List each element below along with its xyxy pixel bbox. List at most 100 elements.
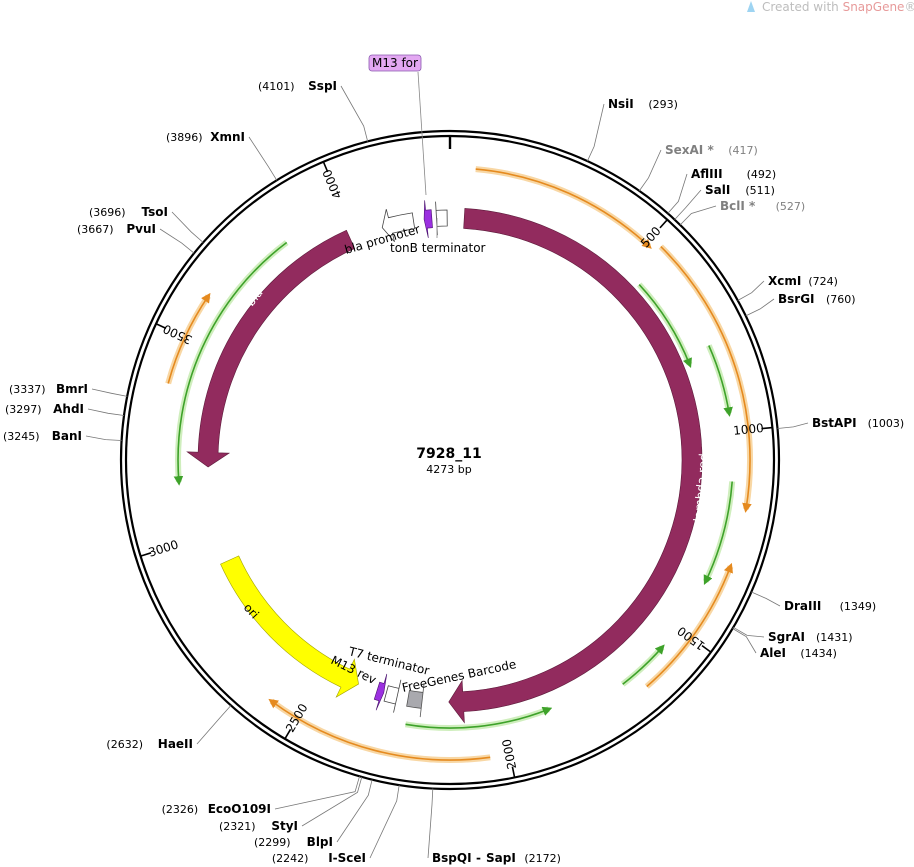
restriction-site[interactable]: SexAI * (417) <box>665 143 758 157</box>
backbone-outer-ring <box>119 129 781 791</box>
site-leader <box>745 298 775 317</box>
m13-for-leader <box>417 71 427 196</box>
site-leader <box>336 779 373 843</box>
site-name: XmnI <box>210 130 245 144</box>
site-position: (3696) <box>89 206 126 219</box>
orf-arrow <box>660 246 752 513</box>
restriction-site[interactable]: BstAPI (1003) <box>812 416 904 430</box>
site-name: SexAI * <box>665 143 714 157</box>
site-position: (724) <box>808 275 838 288</box>
tick-mark <box>284 728 292 740</box>
site-position: (2172) <box>524 852 561 865</box>
restriction-site[interactable]: EcoO109I(2326) <box>162 802 271 816</box>
restriction-site[interactable]: SspI(4101) <box>258 79 337 93</box>
restriction-site[interactable]: HaeII(2632) <box>106 737 193 751</box>
tick-mark <box>701 644 712 653</box>
feature-layer <box>186 200 703 724</box>
orf-layer <box>165 166 753 764</box>
lambda-red-arrow <box>448 208 703 724</box>
tick-mark <box>659 219 668 229</box>
site-position: (2321) <box>219 820 256 833</box>
site-leader <box>733 626 765 638</box>
site-leader <box>751 591 781 607</box>
orf-arrow <box>268 698 491 761</box>
site-position: (2299) <box>254 836 291 849</box>
restriction-site[interactable]: PvuI(3667) <box>77 222 156 236</box>
site-leader <box>274 776 360 810</box>
site-name-2: SapI <box>486 851 516 865</box>
tick-mark <box>511 766 516 778</box>
tonb-terminator-label: tonB terminator <box>390 241 486 255</box>
brand-snapgene: SnapGene <box>843 0 905 14</box>
site-leader <box>171 211 204 243</box>
snapgene-watermark: Created with SnapGene® <box>747 0 914 14</box>
leader-layer <box>85 85 809 859</box>
site-name: AhdI <box>53 402 84 416</box>
tick-label: 500 <box>638 224 664 250</box>
restriction-site[interactable]: StyI (2321) <box>219 819 298 833</box>
site-name: StyI <box>271 819 298 833</box>
site-name: BclI * <box>720 199 756 213</box>
site-position: (2242) <box>272 852 309 865</box>
restriction-site-labels: SspI(4101) NsiI(293) SexAI * (417) AflIII(49… <box>3 79 904 865</box>
site-position: (417) <box>728 144 758 157</box>
brand-registered: ® <box>904 0 914 14</box>
orf-arrow <box>475 168 652 249</box>
restriction-site[interactable]: BspQI-SapI(2172) <box>432 851 561 865</box>
site-position: (1434) <box>800 647 837 660</box>
restriction-site[interactable]: BmrI (3337) <box>9 382 88 396</box>
site-position: (527) <box>776 200 806 213</box>
site-name: BstAPI <box>812 416 857 430</box>
bla-promoter-arrow <box>381 209 416 242</box>
restriction-site[interactable]: XcmI(724) <box>768 274 838 288</box>
site-position: (1349) <box>840 600 877 613</box>
restriction-site[interactable]: TsoI(3696) <box>89 205 168 219</box>
site-position: (3297) <box>5 403 42 416</box>
restriction-site[interactable]: BsrGI(760) <box>778 292 856 306</box>
site-leader <box>91 388 128 397</box>
site-leader <box>87 408 125 416</box>
tick-label: 2000 <box>499 738 519 771</box>
site-leader <box>340 85 369 142</box>
site-leader <box>587 103 605 162</box>
m13-rev-arrow <box>373 673 388 711</box>
restriction-site[interactable]: I-SceI (2242) <box>272 851 366 865</box>
site-name: AleI <box>760 646 786 660</box>
site-leader <box>196 705 232 745</box>
restriction-site[interactable]: BclI * (527) <box>720 199 805 213</box>
orf-arrow <box>173 241 288 486</box>
site-name: BmrI <box>56 382 88 396</box>
orf-glow <box>405 706 550 731</box>
site-position: (1003) <box>868 417 905 430</box>
orf-arrow <box>405 706 553 729</box>
site-position: (2326) <box>162 803 199 816</box>
restriction-site[interactable]: AflIII(492) <box>691 167 776 181</box>
site-leader <box>674 189 702 220</box>
restriction-site[interactable]: SgrAI(1431) <box>768 630 853 644</box>
restriction-site[interactable]: BlpI (2299) <box>254 835 333 849</box>
restriction-site[interactable]: DraIII(1349) <box>784 599 876 613</box>
m13-for-label: M13 for <box>372 56 418 70</box>
site-leader <box>679 205 717 226</box>
restriction-site[interactable]: AhdI (3297) <box>5 402 84 416</box>
restriction-site[interactable]: BanI(3245) <box>3 429 82 443</box>
restriction-site[interactable]: AleI (1434) <box>760 646 837 660</box>
site-name: I-SceI <box>328 851 366 865</box>
site-name: NsiI <box>608 97 634 111</box>
brand-prefix: Created with <box>762 0 843 14</box>
site-name: BlpI <box>307 835 333 849</box>
site-leader <box>301 776 363 827</box>
restriction-site[interactable]: NsiI(293) <box>608 97 678 111</box>
site-position: (1431) <box>816 631 853 644</box>
restriction-site[interactable]: SalI(511) <box>705 183 775 197</box>
restriction-site[interactable]: XmnI (3896) <box>166 130 245 144</box>
m13-for-arrow <box>423 200 433 239</box>
site-position: (3337) <box>9 383 46 396</box>
site-leader <box>369 784 400 859</box>
site-position: (3896) <box>166 131 203 144</box>
site-position: (3245) <box>3 430 40 443</box>
orf-arrow <box>646 562 733 688</box>
site-leader <box>732 628 757 654</box>
site-name: HaeII <box>158 737 193 751</box>
